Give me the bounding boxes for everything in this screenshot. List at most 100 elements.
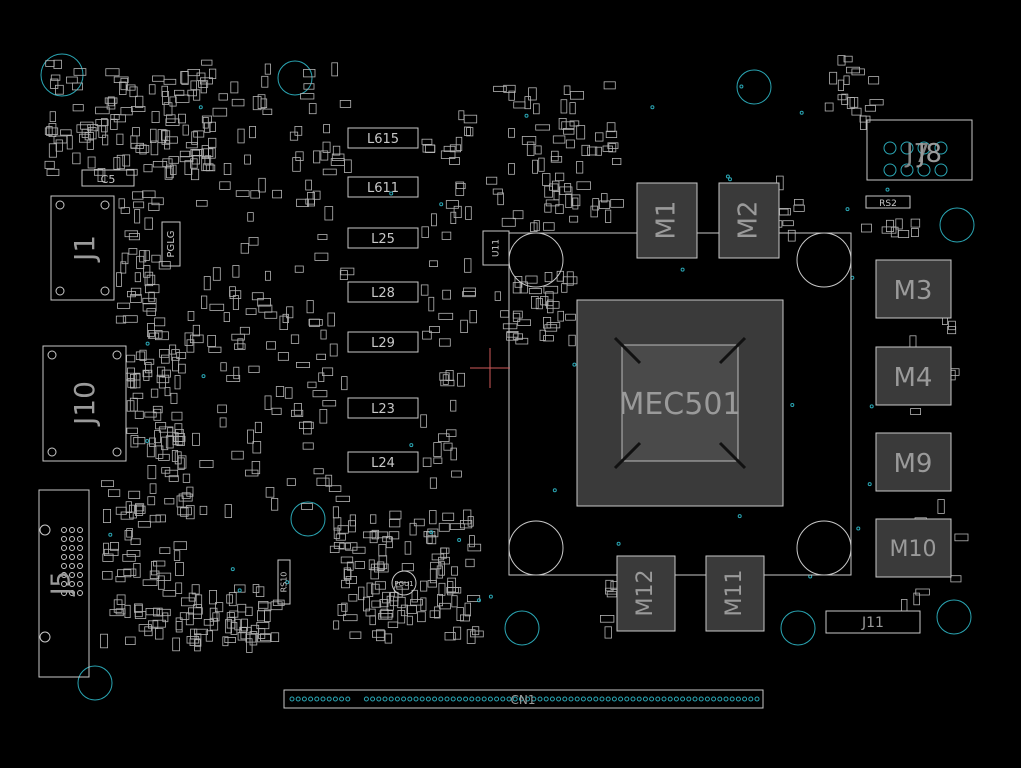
- smd-component[interactable]: [212, 612, 220, 622]
- smd-component[interactable]: [433, 442, 442, 457]
- smd-component[interactable]: [323, 124, 331, 134]
- smd-component[interactable]: [148, 291, 155, 303]
- smd-component[interactable]: [512, 282, 522, 294]
- smd-component[interactable]: [144, 271, 154, 287]
- smd-component[interactable]: [185, 505, 195, 520]
- smd-component[interactable]: [910, 218, 921, 228]
- smd-component[interactable]: [185, 612, 194, 626]
- smd-component[interactable]: [76, 124, 91, 133]
- smd-component[interactable]: [201, 59, 213, 66]
- smd-component[interactable]: [162, 158, 173, 168]
- smd-component[interactable]: [98, 125, 107, 138]
- smd-component[interactable]: [370, 563, 385, 571]
- smd-component[interactable]: [525, 275, 538, 284]
- smd-component[interactable]: [540, 295, 549, 306]
- memory-chip-m3[interactable]: M3: [875, 259, 952, 319]
- smd-component[interactable]: [255, 586, 265, 597]
- smd-component[interactable]: [237, 632, 247, 641]
- smd-component[interactable]: [295, 151, 304, 162]
- smd-component[interactable]: [158, 261, 171, 270]
- smd-component[interactable]: [247, 429, 254, 444]
- smd-component[interactable]: [569, 102, 576, 115]
- smd-component[interactable]: [387, 621, 399, 628]
- smd-component[interactable]: [142, 297, 157, 305]
- smd-component[interactable]: [49, 111, 56, 122]
- smd-component[interactable]: [605, 209, 612, 223]
- smd-component[interactable]: [122, 315, 138, 323]
- mounting-hole[interactable]: [939, 207, 975, 243]
- smd-component[interactable]: [133, 201, 145, 209]
- component-rs10[interactable]: RS10: [277, 559, 291, 605]
- smd-component[interactable]: [130, 538, 141, 545]
- smd-component[interactable]: [254, 421, 262, 433]
- smd-component[interactable]: [247, 212, 254, 222]
- connector-j1[interactable]: J1: [50, 195, 115, 301]
- smd-component[interactable]: [846, 97, 855, 109]
- smd-component[interactable]: [333, 620, 340, 630]
- smd-component[interactable]: [149, 514, 161, 523]
- smd-component[interactable]: [73, 68, 87, 76]
- memory-chip-m9[interactable]: M9: [875, 432, 952, 492]
- smd-component[interactable]: [53, 59, 62, 69]
- smd-component[interactable]: [466, 127, 474, 137]
- smd-component[interactable]: [209, 121, 216, 132]
- smd-component[interactable]: [175, 562, 184, 577]
- smd-component[interactable]: [440, 150, 456, 159]
- smd-component[interactable]: [189, 334, 204, 344]
- smd-component[interactable]: [229, 290, 242, 300]
- inductor-l24[interactable]: L24: [347, 451, 419, 473]
- smd-component[interactable]: [46, 168, 60, 177]
- smd-component[interactable]: [439, 602, 451, 610]
- smd-component[interactable]: [143, 250, 150, 261]
- smd-component[interactable]: [174, 375, 181, 390]
- smd-component[interactable]: [148, 202, 160, 211]
- smd-component[interactable]: [433, 457, 443, 464]
- smd-component[interactable]: [433, 606, 441, 619]
- smd-component[interactable]: [156, 608, 171, 617]
- smd-component[interactable]: [110, 118, 118, 130]
- smd-component[interactable]: [109, 609, 124, 617]
- smd-component[interactable]: [113, 114, 126, 123]
- smd-component[interactable]: [531, 295, 539, 309]
- smd-component[interactable]: [164, 167, 173, 180]
- smd-component[interactable]: [526, 141, 535, 156]
- capacitor-c5[interactable]: C5: [81, 169, 135, 187]
- smd-component[interactable]: [446, 587, 459, 593]
- smd-component[interactable]: [127, 367, 135, 382]
- smd-component[interactable]: [120, 207, 130, 214]
- smd-component[interactable]: [354, 561, 365, 569]
- smd-component[interactable]: [300, 93, 315, 100]
- smd-component[interactable]: [164, 136, 178, 144]
- smd-component[interactable]: [467, 516, 474, 527]
- smd-component[interactable]: [104, 97, 118, 104]
- smd-component[interactable]: [134, 604, 143, 618]
- smd-component[interactable]: [864, 105, 876, 112]
- smd-component[interactable]: [572, 197, 579, 210]
- smd-component[interactable]: [542, 173, 551, 186]
- smd-component[interactable]: [607, 142, 619, 149]
- smd-component[interactable]: [401, 563, 414, 572]
- smd-component[interactable]: [133, 436, 146, 445]
- smd-component[interactable]: [219, 181, 231, 190]
- smd-component[interactable]: [513, 101, 526, 109]
- smd-component[interactable]: [135, 95, 144, 108]
- smd-component[interactable]: [430, 213, 437, 227]
- smd-component[interactable]: [177, 113, 186, 124]
- smd-component[interactable]: [469, 310, 477, 324]
- smd-component[interactable]: [549, 183, 559, 191]
- smd-component[interactable]: [175, 94, 190, 103]
- smd-component[interactable]: [161, 369, 171, 378]
- memory-chip-m1[interactable]: M1: [636, 182, 698, 259]
- smd-component[interactable]: [322, 168, 337, 176]
- smd-component[interactable]: [565, 139, 575, 149]
- smd-component[interactable]: [113, 599, 123, 613]
- smd-component[interactable]: [343, 614, 358, 622]
- smd-component[interactable]: [468, 535, 475, 548]
- smd-component[interactable]: [571, 194, 581, 207]
- smd-component[interactable]: [515, 337, 529, 345]
- smd-component[interactable]: [343, 567, 352, 580]
- smd-component[interactable]: [557, 310, 565, 322]
- smd-component[interactable]: [422, 457, 432, 468]
- smd-component[interactable]: [134, 504, 144, 516]
- smd-component[interactable]: [555, 172, 565, 182]
